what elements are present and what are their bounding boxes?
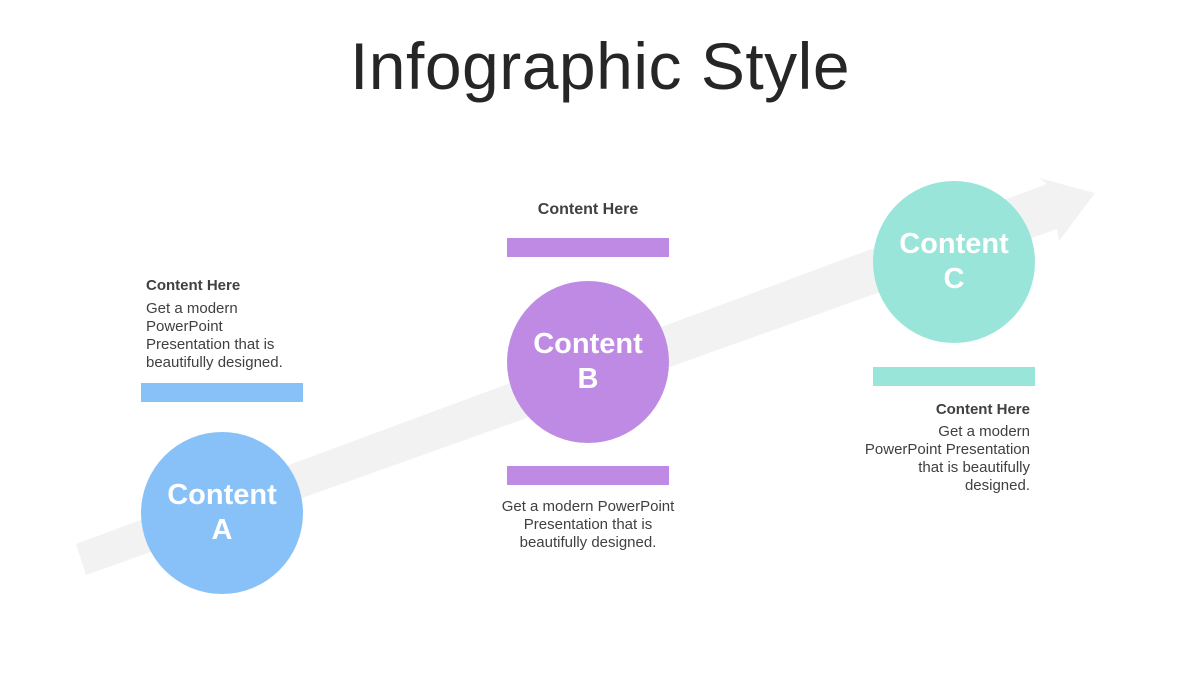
content-c-circle-label: Content C (884, 227, 1024, 297)
content-b-heading: Content Here (537, 201, 639, 218)
content-c-bar (873, 367, 1035, 386)
content-b-bottom-bar (507, 466, 669, 485)
content-a-circle: Content A (141, 432, 303, 594)
content-b-circle: Content B (507, 281, 669, 443)
content-c-heading: Content Here (935, 401, 1030, 418)
content-b-label-line1: Content (533, 328, 643, 360)
content-a-label-line1: Content (167, 479, 277, 511)
content-b-label-line2: B (577, 363, 599, 395)
content-a-description: Get a modern PowerPoint Presentation tha… (146, 300, 283, 371)
content-c-description: Get a modern PowerPoint Presentation tha… (864, 423, 1030, 494)
content-a-heading: Content Here (146, 277, 241, 294)
content-a-bar (141, 383, 303, 402)
content-a-circle-label: Content A (152, 478, 292, 548)
page-title: Infographic Style (349, 29, 851, 103)
content-c-label-line2: C (943, 263, 965, 295)
content-b-top-bar (507, 238, 669, 257)
content-a-label-line2: A (211, 514, 233, 546)
content-b-circle-label: Content B (518, 327, 658, 397)
content-c-circle: Content C (873, 181, 1035, 343)
content-c-label-line1: Content (899, 228, 1009, 260)
content-b-description: Get a modern PowerPoint Presentation tha… (501, 498, 675, 551)
